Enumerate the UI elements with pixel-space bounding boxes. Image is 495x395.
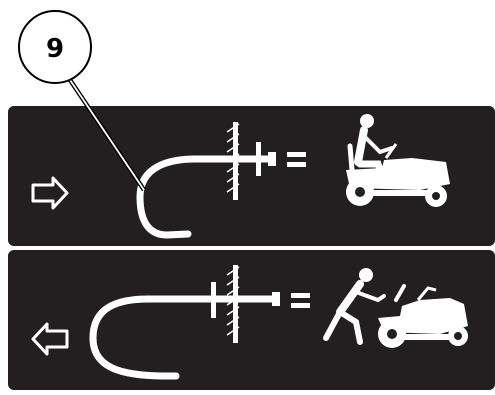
panel-drive-position: [8, 106, 495, 246]
callout-number: 9: [46, 34, 64, 64]
cable-knob: [256, 142, 261, 176]
cable-knob: [211, 282, 216, 318]
cable-knob-end: [268, 152, 276, 166]
panel-push-position: [8, 250, 495, 390]
cable-knob-end: [272, 292, 280, 306]
